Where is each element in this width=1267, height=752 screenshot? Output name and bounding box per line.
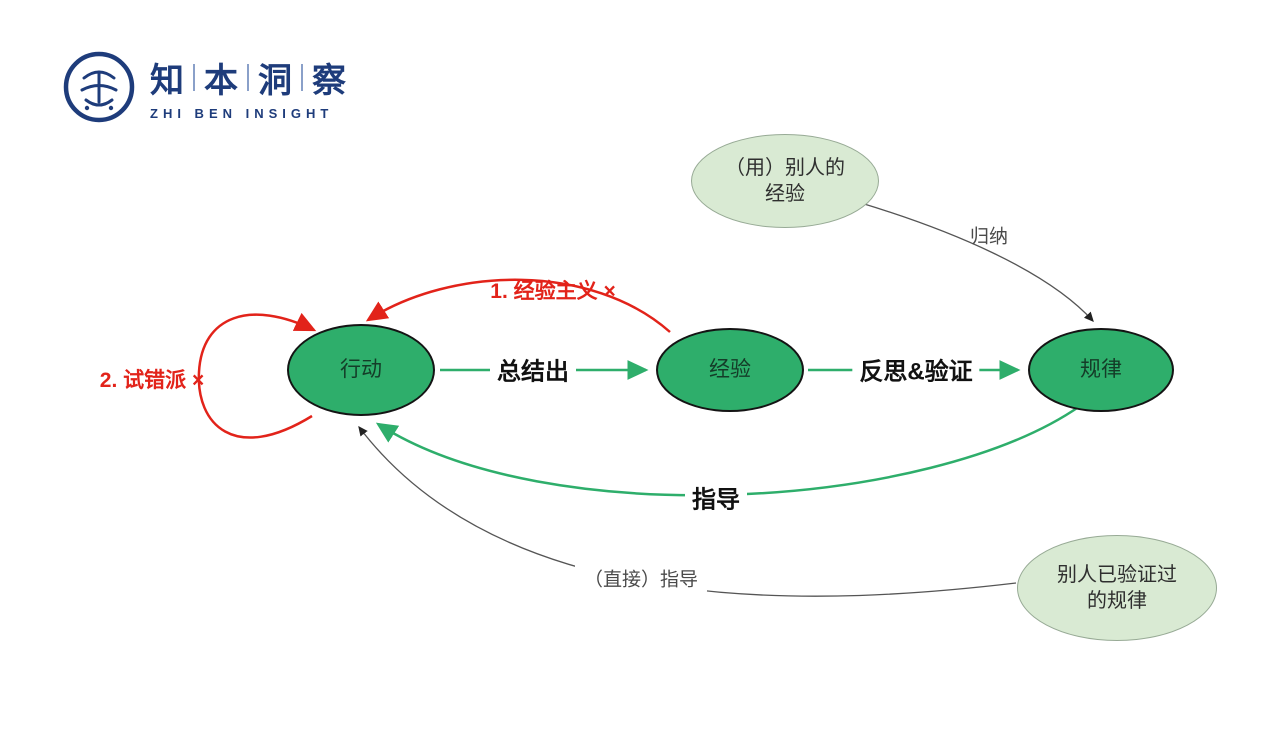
node-others-experience-label: （用）别人的 经验 <box>725 157 845 205</box>
logo-char: 察 <box>312 62 346 100</box>
node-law: 规律 <box>1028 328 1174 412</box>
arrow-empiricism <box>365 278 671 333</box>
arrow-trial-error-loop <box>197 312 317 439</box>
logo-separator <box>247 64 249 91</box>
zhiben-logo-icon <box>63 51 135 123</box>
logo: 知 本 洞 察 ZHI BEN INSIGHT <box>62 50 346 124</box>
node-law-label: 规律 <box>1080 358 1122 382</box>
logo-text: 知 本 洞 察 ZHI BEN INSIGHT <box>150 53 346 121</box>
node-others-experience: （用）别人的 经验 <box>691 134 879 228</box>
node-experience: 经验 <box>656 328 804 412</box>
node-action-label: 行动 <box>340 358 382 382</box>
edge-label-direct-guide: （直接）指导 <box>574 564 708 592</box>
logo-separator <box>301 64 303 91</box>
arrow-induce <box>860 202 1094 322</box>
edge-label-empiricism: 1. 经验主义 × <box>490 280 616 303</box>
logo-char: 知 <box>150 62 184 100</box>
logo-title: 知 本 洞 察 <box>150 53 346 102</box>
logo-char: 本 <box>204 62 238 100</box>
node-others-law-label: 别人已验证过 的规律 <box>1057 564 1177 612</box>
edge-label-induce: 归纳 <box>969 226 1009 248</box>
logo-char: 洞 <box>258 62 292 100</box>
edge-label-trial-error: 2. 试错派 × <box>99 369 205 392</box>
edge-label-guide: 指导 <box>685 478 747 516</box>
edge-label-reflect-verify: 反思&验证 <box>852 350 980 388</box>
node-action: 行动 <box>287 324 435 416</box>
node-experience-label: 经验 <box>709 358 751 382</box>
logo-subtitle: ZHI BEN INSIGHT <box>150 106 334 121</box>
edge-label-summarize: 总结出 <box>490 350 576 388</box>
node-others-law: 别人已验证过 的规律 <box>1017 535 1217 641</box>
logo-separator <box>193 64 195 91</box>
